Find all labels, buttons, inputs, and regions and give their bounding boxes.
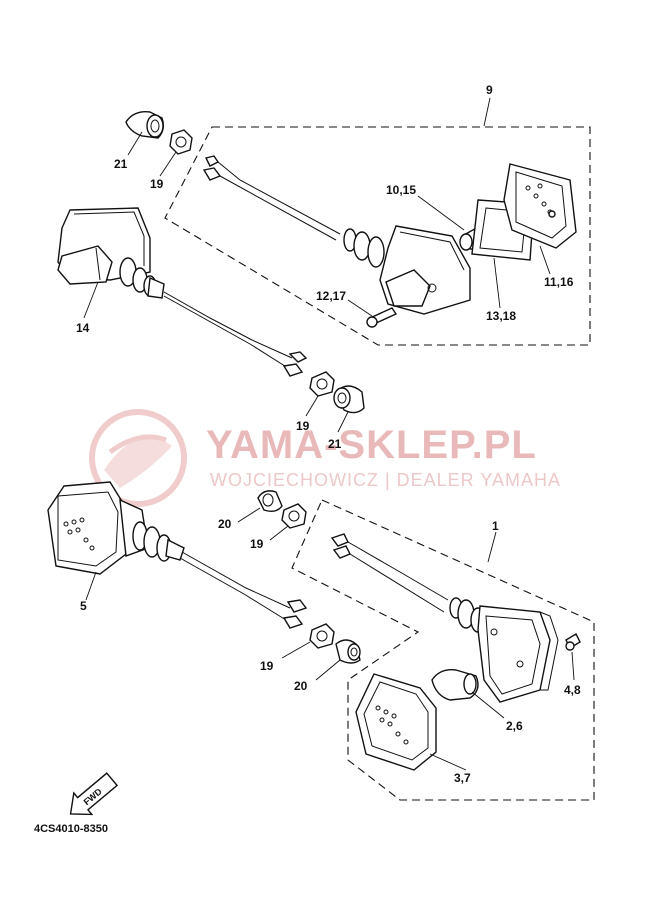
bulb-2-6 bbox=[431, 669, 479, 701]
turn-signal-assembly-9 bbox=[202, 155, 471, 315]
watermark-logo bbox=[89, 409, 187, 507]
assembly-1-outline bbox=[291, 499, 595, 801]
turn-signal-assembly-1 bbox=[330, 533, 559, 703]
watermark-title: YAMA-SKLEP.PL bbox=[206, 423, 537, 467]
callout-19-middle: 19 bbox=[296, 419, 310, 433]
lens-3-7 bbox=[355, 673, 437, 771]
watermark: YAMA-SKLEP.PL WOJCIECHOWICZ | DEALER YAM… bbox=[89, 409, 561, 507]
figure-code: 4CS4010-8350 bbox=[34, 823, 108, 835]
callout-20-lower: 20 bbox=[294, 679, 308, 693]
callout-5: 5 bbox=[80, 599, 87, 613]
lens-11-16 bbox=[503, 163, 577, 249]
nut-19-middle bbox=[309, 371, 335, 397]
callout-21-upper: 21 bbox=[114, 157, 128, 171]
callout-4-8: 4,8 bbox=[564, 683, 581, 697]
callout-19-upper: 19 bbox=[150, 177, 164, 191]
callout-19-center: 19 bbox=[250, 537, 264, 551]
turn-signal-5 bbox=[47, 481, 308, 629]
grommet-21-upper bbox=[125, 111, 165, 139]
callout-14: 14 bbox=[76, 321, 90, 335]
fwd-arrow: FWD bbox=[69, 772, 119, 816]
callout-10-15: 10,15 bbox=[386, 183, 416, 197]
callout-19-lower: 19 bbox=[260, 659, 274, 673]
screw-12-17 bbox=[366, 307, 398, 328]
assembly-9-outline bbox=[164, 126, 591, 346]
callout-13-18: 13,18 bbox=[486, 309, 516, 323]
callout-1: 1 bbox=[492, 519, 499, 533]
grommet-20-lower bbox=[335, 639, 361, 664]
nut-19-upper bbox=[169, 129, 193, 155]
grommet-21-middle bbox=[333, 385, 365, 414]
nut-19-lower bbox=[309, 623, 335, 649]
callout-9: 9 bbox=[486, 83, 493, 97]
turn-signal-14 bbox=[57, 207, 308, 377]
watermark-subtitle: WOJCIECHOWICZ | DEALER YAMAHA bbox=[210, 470, 561, 490]
grommet-20-upper bbox=[257, 490, 283, 513]
callout-2-6: 2,6 bbox=[506, 719, 523, 733]
callout-3-7: 3,7 bbox=[454, 771, 471, 785]
callout-12-17: 12,17 bbox=[316, 289, 346, 303]
nut-19-center bbox=[281, 503, 307, 529]
screw-4-8 bbox=[565, 633, 581, 651]
callout-20-upper: 20 bbox=[218, 517, 232, 531]
callout-21-middle: 21 bbox=[328, 437, 342, 451]
callout-11-16: 11,16 bbox=[544, 275, 574, 289]
